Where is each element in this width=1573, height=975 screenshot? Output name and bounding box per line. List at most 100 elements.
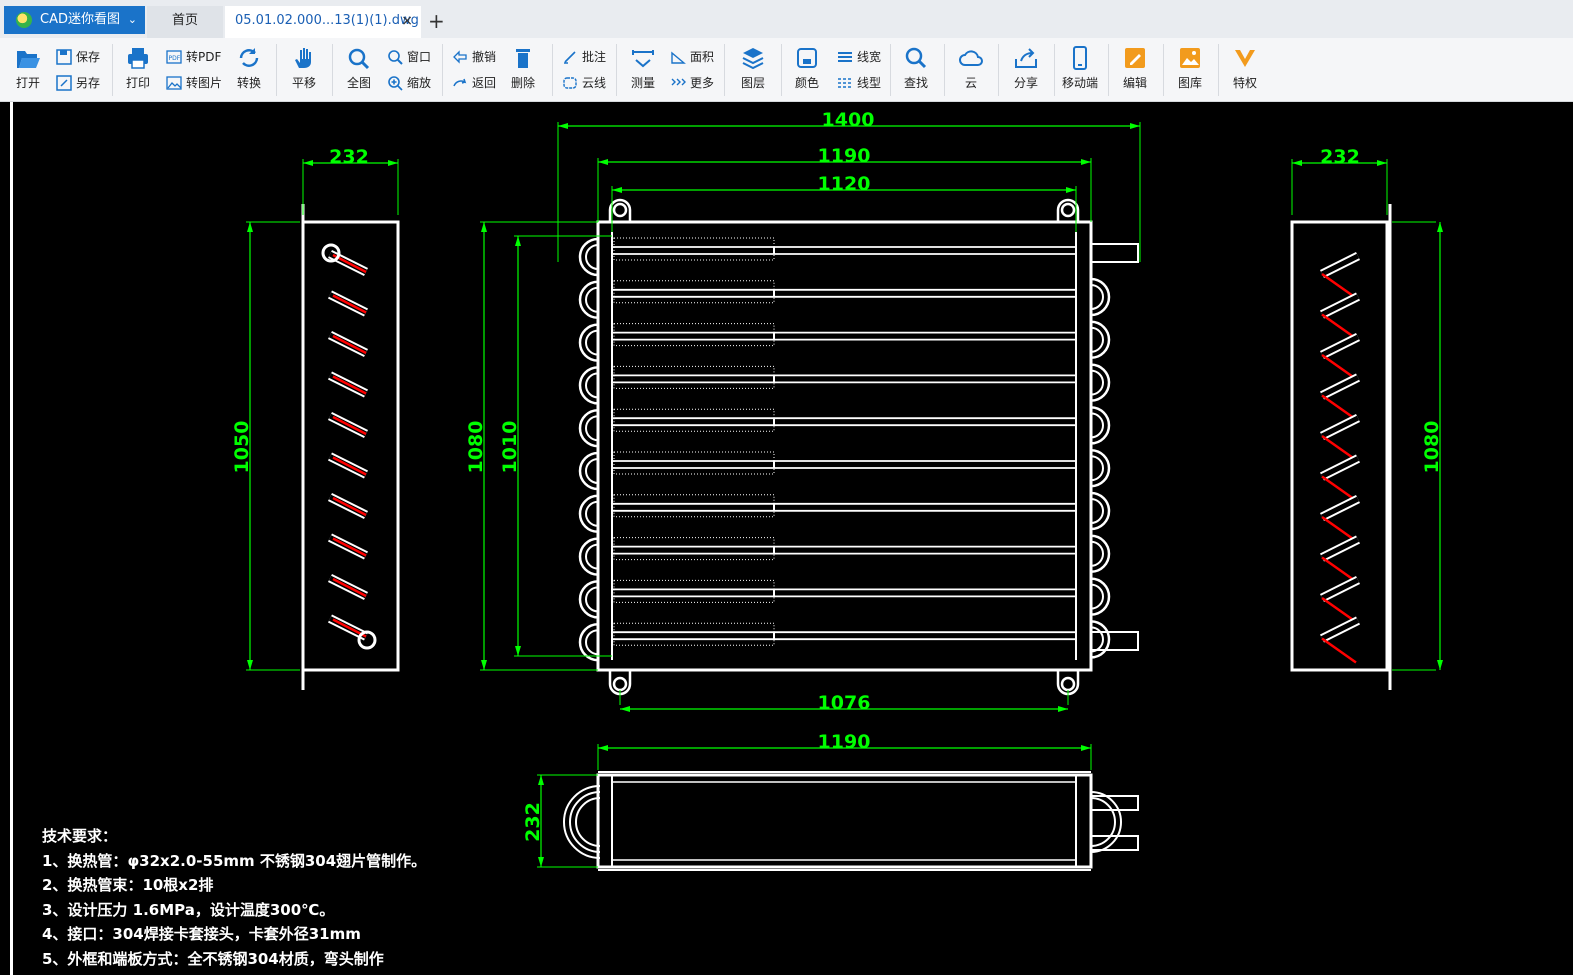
line-type-icon	[838, 78, 852, 88]
ruler-icon	[632, 50, 654, 68]
convert-label: 转换	[236, 76, 261, 90]
pdf-icon: PDF	[166, 50, 182, 64]
find-label: 查找	[903, 76, 928, 90]
convert-button[interactable]: 转换	[227, 44, 271, 91]
cloud-button[interactable]: 云	[949, 44, 993, 91]
return-icon	[453, 78, 467, 87]
note-line: 2、换热管束：10根x2排	[42, 876, 214, 894]
refresh-icon	[239, 48, 259, 67]
to-image-label: 转图片	[186, 76, 223, 90]
cloud-label: 云	[964, 76, 977, 90]
open-label: 打开	[15, 76, 40, 90]
mobile-button[interactable]: 移动端	[1058, 44, 1102, 91]
zoom-button[interactable]: 缩放	[387, 72, 431, 94]
window-label: 窗口	[407, 50, 432, 64]
find-button[interactable]: 查找	[894, 44, 938, 91]
share-label: 分享	[1013, 76, 1038, 90]
note-line: 3、设计压力 1.6MPa，设计温度300℃。	[42, 900, 335, 919]
privilege-label: 特权	[1232, 76, 1257, 90]
share-button[interactable]: 分享	[1004, 44, 1048, 91]
printer-icon	[128, 48, 148, 69]
title-bar: CAD迷你看图 ⌄ 首页 05.01.02.000...13(1)(1).dwg…	[0, 0, 1573, 38]
cloud-line-icon	[563, 77, 577, 89]
full-view-button[interactable]: 全图	[337, 44, 381, 91]
save-label: 保存	[76, 50, 101, 64]
save-button[interactable]: 保存	[56, 46, 100, 68]
note-title: 技术要求：	[42, 827, 118, 845]
search-icon	[905, 47, 927, 69]
zoom-window-icon	[388, 50, 403, 65]
back-label: 返回	[472, 76, 497, 90]
edit-button[interactable]: 编辑	[1113, 44, 1157, 91]
note-line: 4、接口：304焊接卡套接头，卡套外径31mm	[42, 925, 361, 943]
layers-label: 图层	[740, 76, 765, 90]
color-label: 颜色	[794, 76, 819, 90]
undo-button[interactable]: 撤销	[452, 46, 496, 68]
close-icon[interactable]: ×	[401, 13, 413, 29]
mobile-icon	[1073, 46, 1087, 70]
full-view-label: 全图	[346, 76, 371, 90]
measure-button[interactable]: 测量	[621, 44, 665, 91]
gallery-label: 图库	[1177, 76, 1202, 90]
tab-home[interactable]: 首页	[147, 6, 223, 38]
app-menu-button[interactable]: CAD迷你看图 ⌄	[4, 6, 145, 34]
zoom-extents-icon	[348, 48, 370, 70]
pan-label: 平移	[291, 76, 316, 90]
cloud-line-label: 云线	[582, 76, 607, 90]
to-pdf-label: 转PDF	[186, 50, 222, 64]
canvas-left-border	[10, 102, 13, 975]
save-as-label: 另存	[76, 76, 101, 90]
tab-label: 05.01.02.000...13(1)(1).dwg	[235, 13, 419, 28]
area-button[interactable]: 面积	[670, 46, 714, 68]
tab-file[interactable]: 05.01.02.000...13(1)(1).dwg×	[225, 6, 421, 38]
vip-icon	[1235, 50, 1255, 67]
line-width-button[interactable]: 线宽	[837, 46, 881, 68]
layers-icon	[742, 48, 764, 70]
delete-label: 删除	[510, 76, 535, 90]
measure-label: 测量	[630, 76, 655, 90]
open-button[interactable]: 打开	[6, 44, 50, 91]
edit-label: 编辑	[1122, 76, 1147, 90]
pan-button[interactable]: 平移	[282, 44, 326, 91]
gallery-icon	[1180, 48, 1200, 68]
more-icon	[671, 78, 686, 86]
annotate-button[interactable]: 批注	[562, 46, 606, 68]
window-zoom-button[interactable]: 窗口	[387, 46, 431, 68]
print-button[interactable]: 打印	[116, 44, 160, 91]
to-pdf-button[interactable]: PDF 转PDF	[166, 46, 221, 68]
to-image-button[interactable]: 转图片	[166, 72, 222, 94]
layers-button[interactable]: 图层	[731, 44, 775, 91]
chevron-down-icon: ⌄	[127, 13, 137, 26]
add-tab-icon[interactable]: +	[428, 9, 445, 33]
color-icon	[797, 48, 817, 68]
app-name: CAD迷你看图	[40, 12, 120, 27]
image-icon	[166, 76, 182, 90]
line-width-icon	[838, 52, 852, 62]
delete-button[interactable]: 删除	[501, 44, 545, 91]
more-label: 更多	[690, 76, 715, 90]
note-line: 5、外框和端板方式：全不锈钢304材质，弯头制作	[42, 949, 384, 968]
cloud-icon	[959, 50, 983, 66]
line-type-label: 线型	[857, 76, 882, 90]
privilege-button[interactable]: 特权	[1223, 44, 1267, 91]
mobile-label: 移动端	[1061, 76, 1098, 90]
back-button[interactable]: 返回	[452, 72, 496, 94]
edit-icon	[1125, 48, 1145, 68]
cloud-line-button[interactable]: 云线	[562, 72, 606, 94]
folder-open-icon	[17, 51, 40, 68]
save-as-button[interactable]: 另存	[56, 72, 100, 94]
share-icon	[1015, 48, 1037, 68]
print-label: 打印	[125, 76, 150, 90]
more-button[interactable]: 更多	[670, 72, 714, 94]
hand-icon	[295, 48, 311, 68]
technical-notes: 技术要求： 1、换热管：φ32x2.0-55mm 不锈钢304翅片管制作。 2、…	[42, 824, 426, 971]
line-type-button[interactable]: 线型	[837, 72, 881, 94]
color-button[interactable]: 颜色	[785, 44, 829, 91]
note-line: 1、换热管：φ32x2.0-55mm 不锈钢304翅片管制作。	[42, 851, 427, 870]
undo-icon	[453, 50, 467, 64]
gallery-button[interactable]: 图库	[1168, 44, 1212, 91]
zoom-label: 缩放	[407, 76, 432, 90]
area-icon	[671, 51, 686, 64]
area-label: 面积	[690, 50, 715, 64]
tab-label: 首页	[171, 13, 198, 28]
